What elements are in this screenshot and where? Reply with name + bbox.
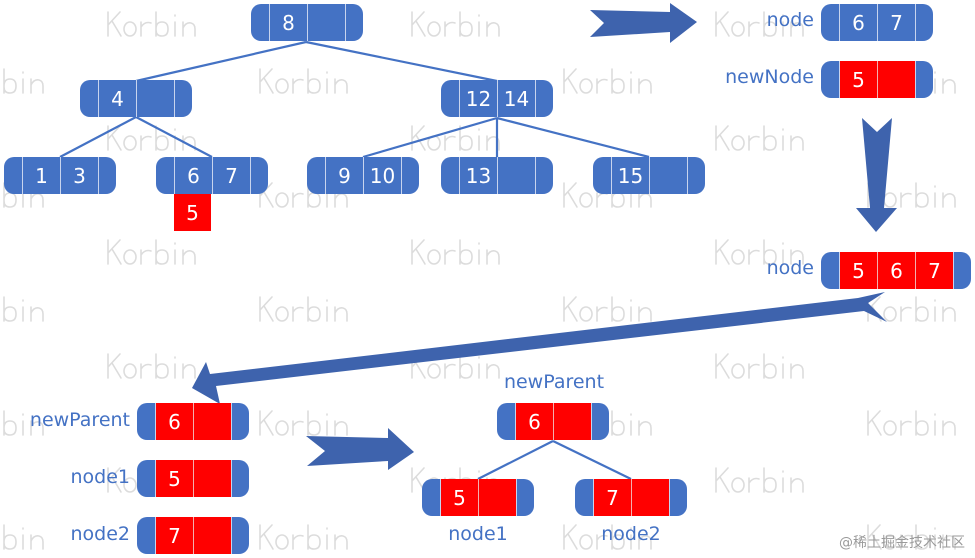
key-cell: 6 [840, 4, 878, 41]
step3-newparent: 6 [137, 403, 249, 440]
edge-4-to-1-3 [59, 116, 137, 158]
key-cell [194, 517, 232, 554]
result-right-node: 7 [575, 479, 687, 516]
key-cell [498, 157, 536, 194]
label-result-node2: node2 [601, 523, 661, 545]
key-cell: 7 [594, 479, 632, 516]
arrow-right-icon [590, 3, 697, 43]
key-cell: 12 [460, 80, 498, 117]
key-cell: 6 [175, 157, 213, 194]
key-cell: 13 [460, 157, 498, 194]
edge-newparent-to-node2 [552, 440, 632, 480]
key-cell: 9 [326, 157, 364, 194]
key-cell [650, 157, 688, 194]
key-cell [554, 403, 592, 440]
key-cell: 7 [156, 517, 194, 554]
step3-node1: 5 [137, 460, 249, 497]
label-node1: node1 [70, 466, 130, 488]
key-cell: 3 [61, 157, 99, 194]
key-cell: 5 [441, 479, 479, 516]
tree-node-root: 8 [251, 4, 363, 41]
tree-node-15: 15 [593, 157, 705, 194]
tree-node-6-7: 6 7 [156, 157, 268, 194]
label-newparent: newParent [29, 409, 130, 431]
key-cell: 7 [916, 252, 954, 289]
edge-8-to-12-14 [305, 40, 498, 83]
key-cell [632, 479, 670, 516]
edge-newparent-to-node1 [477, 440, 554, 480]
key-cell [194, 403, 232, 440]
key-cell: 7 [213, 157, 251, 194]
label-node2: node2 [70, 523, 130, 545]
site-watermark: @稀土掘金技术社区 [839, 535, 965, 551]
step3-node2: 7 [137, 517, 249, 554]
key-cell: 5 [840, 252, 878, 289]
key-cell: 6 [878, 252, 916, 289]
key-cell: 7 [878, 4, 916, 41]
key-cell: 1 [23, 157, 61, 194]
label-newnode: newNode [725, 66, 814, 88]
edge-12-14-to-9-10 [362, 116, 498, 159]
key-cell: 5 [840, 61, 878, 98]
key-cell: 5 [156, 460, 194, 497]
key-cell: 6 [516, 403, 554, 440]
tree-node-9-10: 9 10 [307, 157, 419, 194]
key-cell [479, 479, 517, 516]
label-result-newparent: newParent [503, 371, 605, 393]
edge-12-14-to-15 [496, 116, 650, 159]
arrow-down-icon [856, 118, 897, 232]
key-cell: 4 [99, 80, 137, 117]
key-cell [878, 61, 916, 98]
tree-node-12-14: 12 14 [441, 80, 553, 117]
label-node: node [766, 257, 814, 279]
edge-8-to-4 [135, 40, 307, 83]
key-cell [194, 460, 232, 497]
arrow-diagonal-icon [192, 292, 887, 404]
label-result-node1: node1 [448, 523, 508, 545]
edge-4-to-6-7 [135, 116, 213, 158]
tree-node-4: 4 [80, 80, 192, 117]
key-cell: 14 [498, 80, 536, 117]
key-cell: 10 [364, 157, 402, 194]
result-parent-node: 6 [497, 403, 609, 440]
tree-node-13: 13 [441, 157, 553, 194]
step1-newnode: 5 [821, 61, 933, 98]
label-node: node [766, 9, 814, 31]
key-cell: 8 [270, 4, 308, 41]
key-cell: 6 [156, 403, 194, 440]
key-cell [137, 80, 175, 117]
key-cell: 15 [612, 157, 650, 194]
step2-node: 5 6 7 [821, 252, 971, 289]
tree-node-1-3: 1 3 [4, 157, 116, 194]
result-left-node: 5 [422, 479, 534, 516]
key-cell [308, 4, 346, 41]
inserted-key: 5 [174, 194, 211, 231]
step1-node: 6 7 [821, 4, 933, 41]
arrow-right-icon [306, 428, 414, 470]
